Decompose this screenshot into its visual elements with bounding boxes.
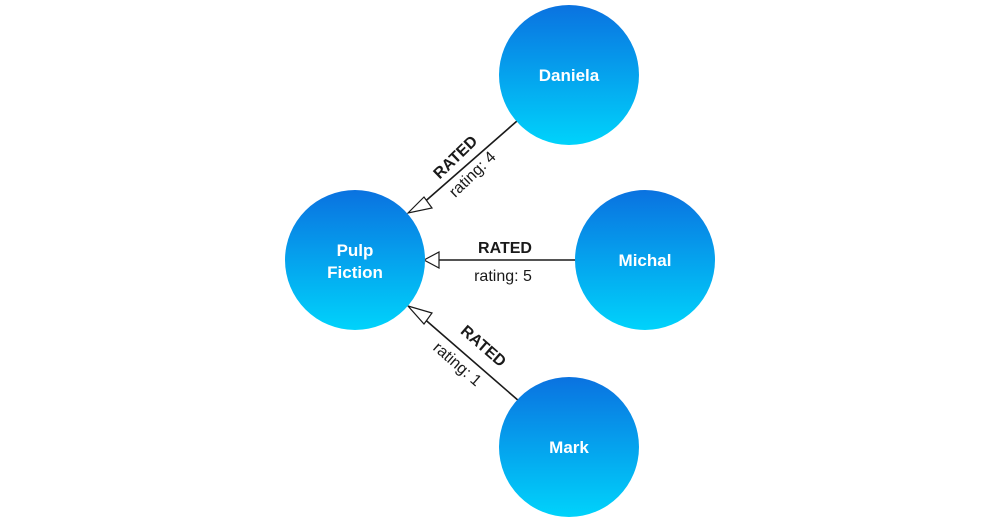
arrowhead-icon (422, 251, 440, 269)
edge-line (420, 315, 528, 409)
node-daniela[interactable]: Daniela (499, 5, 639, 145)
node-mark[interactable]: Mark (499, 377, 639, 517)
node-label: Mark (549, 438, 589, 457)
node-label-line2: Fiction (327, 263, 383, 282)
node-label-line1: Pulp (337, 241, 374, 260)
node-label: Michal (619, 251, 672, 270)
node-label: Daniela (539, 66, 600, 85)
node-circle (285, 190, 425, 330)
edge-michal-pulp-fiction: RATED rating: 5 (422, 240, 577, 285)
relationship-type-label: RATED (478, 240, 532, 257)
arrowhead-icon (406, 304, 433, 325)
edge-daniela-pulp-fiction: RATED rating: 4 (406, 120, 518, 214)
node-circle (499, 5, 639, 145)
edge-line (420, 120, 518, 206)
edge-mark-pulp-fiction: RATED rating: 1 (406, 304, 528, 409)
arrowhead-icon (406, 196, 434, 214)
node-circle (499, 377, 639, 517)
relationship-property-label: rating: 5 (474, 268, 532, 285)
node-michal[interactable]: Michal (575, 190, 715, 330)
node-pulp-fiction[interactable]: Pulp Fiction (285, 190, 425, 330)
node-circle (575, 190, 715, 330)
